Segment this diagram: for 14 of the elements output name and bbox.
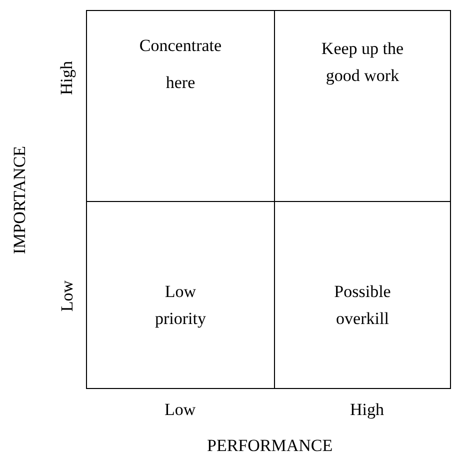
axis-tick-label: High [57,61,77,95]
axis-tick-label: Low [164,400,196,420]
quadrant-label: Low priority [154,281,207,330]
axis-tick-label: Low [57,280,78,312]
quadrant-box [274,201,451,389]
quadrant-label: Keep up the good work [320,38,405,88]
quadrant-box [274,10,451,202]
axis-title: IMPORTANCE [10,146,30,254]
axis-tick-label: High [350,400,384,420]
axis-title: PERFORMANCE [207,436,333,456]
quadrant-label: Possible overkill [333,281,392,330]
quadrant-box [86,201,275,389]
quadrant-box [86,10,275,202]
quadrant-label: Concentrate here [138,35,223,94]
